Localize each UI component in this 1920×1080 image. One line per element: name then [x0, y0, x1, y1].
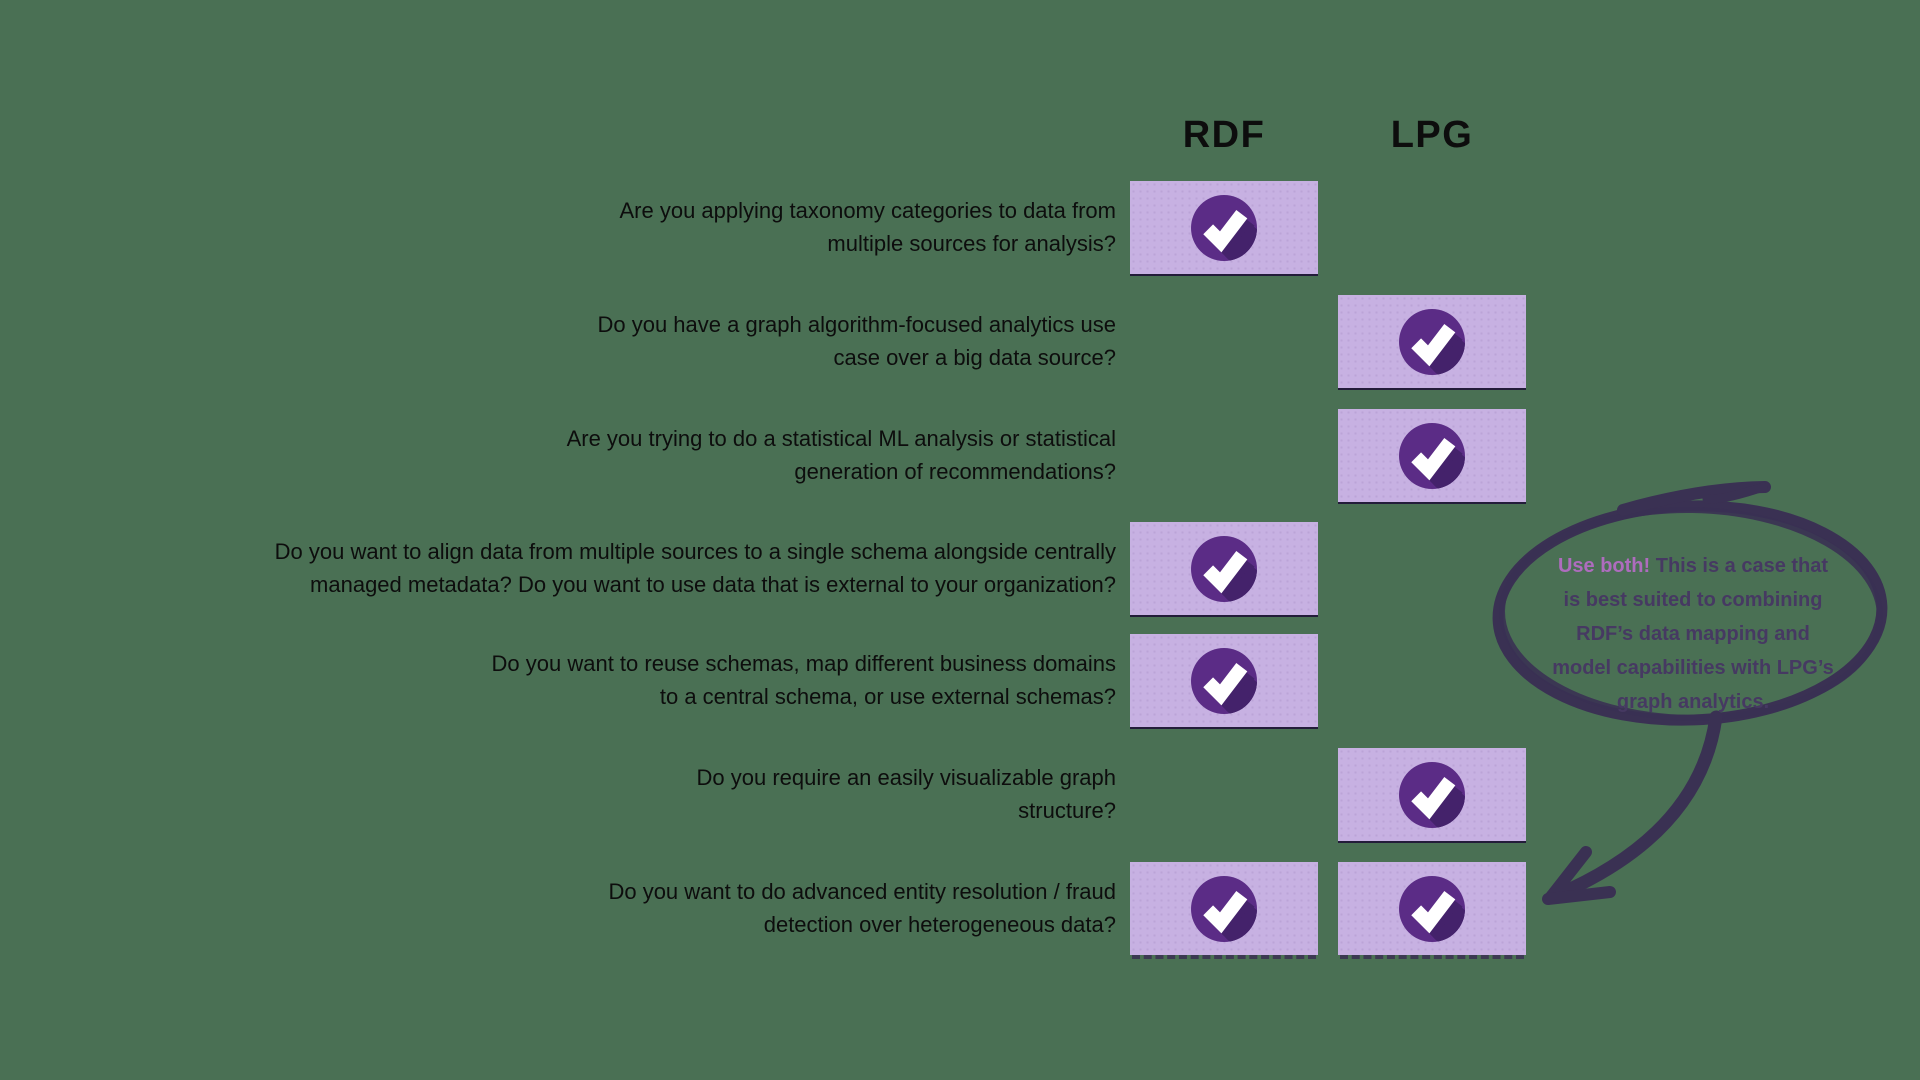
column-header-rdf: RDF: [1182, 114, 1266, 156]
check-icon: [1191, 536, 1257, 602]
annotation-line: RDF’s data mapping and: [1576, 623, 1810, 645]
annotation-line: model capabilities with LPG’s: [1552, 657, 1834, 679]
check-cell-rdf-row-7: [1130, 862, 1318, 959]
annotation-line: Use both! This is a case that: [1557, 555, 1829, 577]
check-icon: [1191, 648, 1257, 714]
arrowhead: [1544, 846, 1592, 904]
column-header-lpg: LPG: [1390, 114, 1474, 156]
check-icon: [1399, 762, 1465, 828]
check-cell-rdf-row-4: [1130, 522, 1318, 617]
annotation-line: graph analytics.: [1616, 691, 1770, 713]
question-row-5: Do you want to reuse schemas, map differ…: [491, 651, 1116, 709]
check-cell-lpg-row-6: [1338, 748, 1526, 843]
check-cell-lpg-row-3: [1338, 409, 1526, 504]
question-row-1: Are you applying taxonomy categories to …: [619, 198, 1117, 256]
annotation-line: is best suited to combining: [1563, 589, 1823, 611]
check-cell-rdf-row-1: [1130, 181, 1318, 276]
check-icon: [1191, 876, 1257, 942]
check-cell-lpg-row-2: [1338, 295, 1526, 390]
check-icon: [1399, 876, 1465, 942]
arrow-tail: [1548, 710, 1723, 903]
question-row-3: Are you trying to do a statistical ML an…: [566, 426, 1116, 484]
question-row-7: Do you want to do advanced entity resolu…: [608, 879, 1116, 937]
check-icon: [1191, 195, 1257, 261]
question-row-4: Do you want to align data from multiple …: [274, 539, 1116, 597]
annotation-text: Use both! This is a case that is best su…: [1518, 549, 1868, 719]
check-icon: [1399, 423, 1465, 489]
annotation-highlight: Use both!: [1557, 555, 1651, 577]
question-row-6: Do you require an easily visualizable gr…: [696, 765, 1116, 823]
question-row-2: Do you have a graph algorithm-focused an…: [597, 312, 1116, 370]
arrowhead: [1542, 886, 1616, 905]
check-cell-rdf-row-5: [1130, 634, 1318, 729]
check-cell-lpg-row-7: [1338, 862, 1526, 959]
annotation-bubble-drawing: [1492, 481, 1888, 905]
check-icon: [1399, 309, 1465, 375]
